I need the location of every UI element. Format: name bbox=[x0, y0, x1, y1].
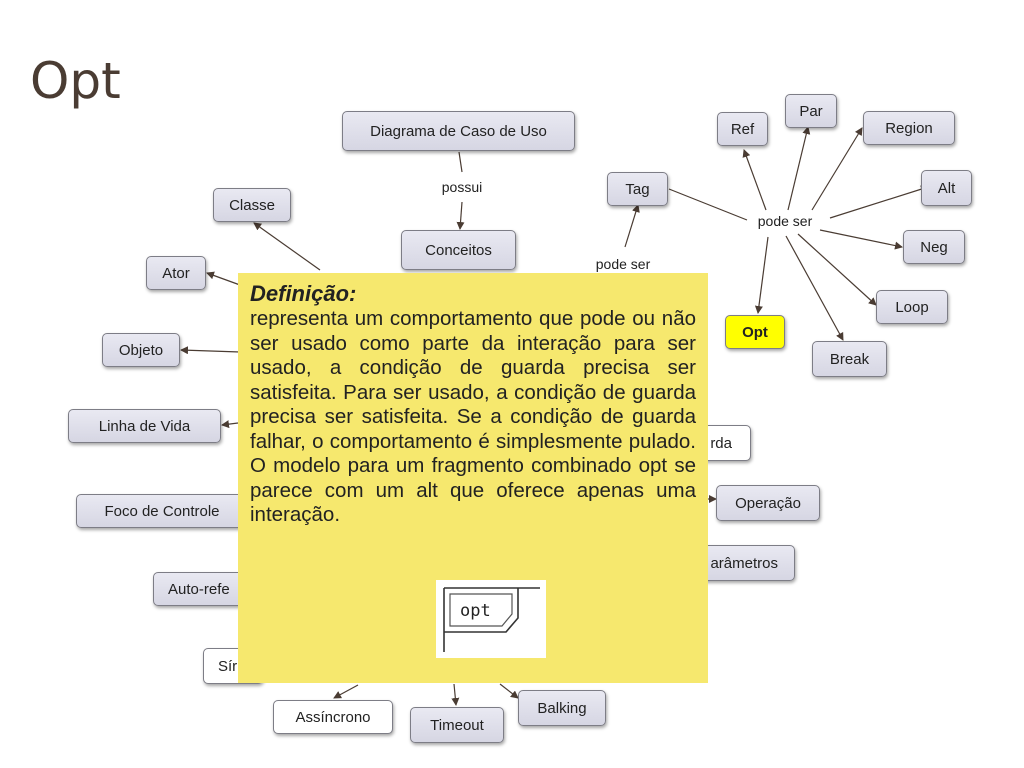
opt-figure-label: opt bbox=[460, 601, 491, 621]
node-loop[interactable]: Loop bbox=[876, 290, 948, 324]
node-operacao[interactable]: Operação bbox=[716, 485, 820, 521]
node-par[interactable]: Par bbox=[785, 94, 837, 128]
edge-label-pode-ser-tag: pode ser bbox=[593, 256, 653, 272]
edge-break bbox=[785, 235, 844, 341]
node-ator[interactable]: Ator bbox=[146, 256, 206, 290]
edge-opt bbox=[754, 236, 769, 314]
node-diagrama-caso-uso[interactable]: Diagrama de Caso de Uso bbox=[342, 111, 575, 151]
slide-title: Opt bbox=[30, 52, 121, 110]
node-foco-de-controle[interactable]: Foco de Controle bbox=[76, 494, 248, 528]
opt-fragment-figure: opt bbox=[436, 580, 546, 658]
edge-possui-top bbox=[458, 151, 463, 173]
edge-region bbox=[811, 127, 863, 211]
node-alt[interactable]: Alt bbox=[921, 170, 972, 206]
node-region[interactable]: Region bbox=[863, 111, 955, 145]
node-objeto[interactable]: Objeto bbox=[102, 333, 180, 367]
edge-loop bbox=[797, 233, 877, 306]
edge-par bbox=[787, 126, 811, 211]
edge-alt bbox=[829, 185, 929, 219]
edge-ref bbox=[742, 149, 767, 211]
node-opt-highlighted[interactable]: Opt bbox=[725, 315, 785, 349]
node-tag[interactable]: Tag bbox=[607, 172, 668, 206]
edge-possui-conceitos bbox=[456, 201, 465, 230]
edge-tag bbox=[624, 204, 640, 248]
node-neg[interactable]: Neg bbox=[903, 230, 965, 264]
node-classe[interactable]: Classe bbox=[213, 188, 291, 222]
edge-linha-vida bbox=[221, 420, 239, 429]
node-conceitos[interactable]: Conceitos bbox=[401, 230, 516, 270]
node-balking[interactable]: Balking bbox=[518, 690, 606, 726]
node-timeout[interactable]: Timeout bbox=[410, 707, 504, 743]
node-ref[interactable]: Ref bbox=[717, 112, 768, 146]
definition-heading: Definição: bbox=[250, 281, 357, 306]
definition-note: Definição: representa um comportamento q… bbox=[238, 273, 708, 683]
edge-objeto bbox=[180, 346, 241, 355]
node-linha-de-vida[interactable]: Linha de Vida bbox=[68, 409, 221, 443]
edge-label-possui: possui bbox=[439, 179, 485, 195]
edge-tag-hub bbox=[668, 188, 748, 221]
edge-assincrono bbox=[333, 684, 359, 699]
edge-classe bbox=[253, 222, 321, 271]
edge-ator bbox=[206, 271, 241, 286]
node-assincrono[interactable]: Assíncrono bbox=[273, 700, 393, 734]
edge-neg bbox=[819, 229, 903, 250]
definition-text: representa um comportamento que pode ou … bbox=[250, 307, 696, 526]
node-break[interactable]: Break bbox=[812, 341, 887, 377]
edge-timeout bbox=[451, 683, 460, 706]
edge-label-pode-ser-hub: pode ser bbox=[755, 213, 815, 229]
edge-balking bbox=[499, 683, 519, 699]
